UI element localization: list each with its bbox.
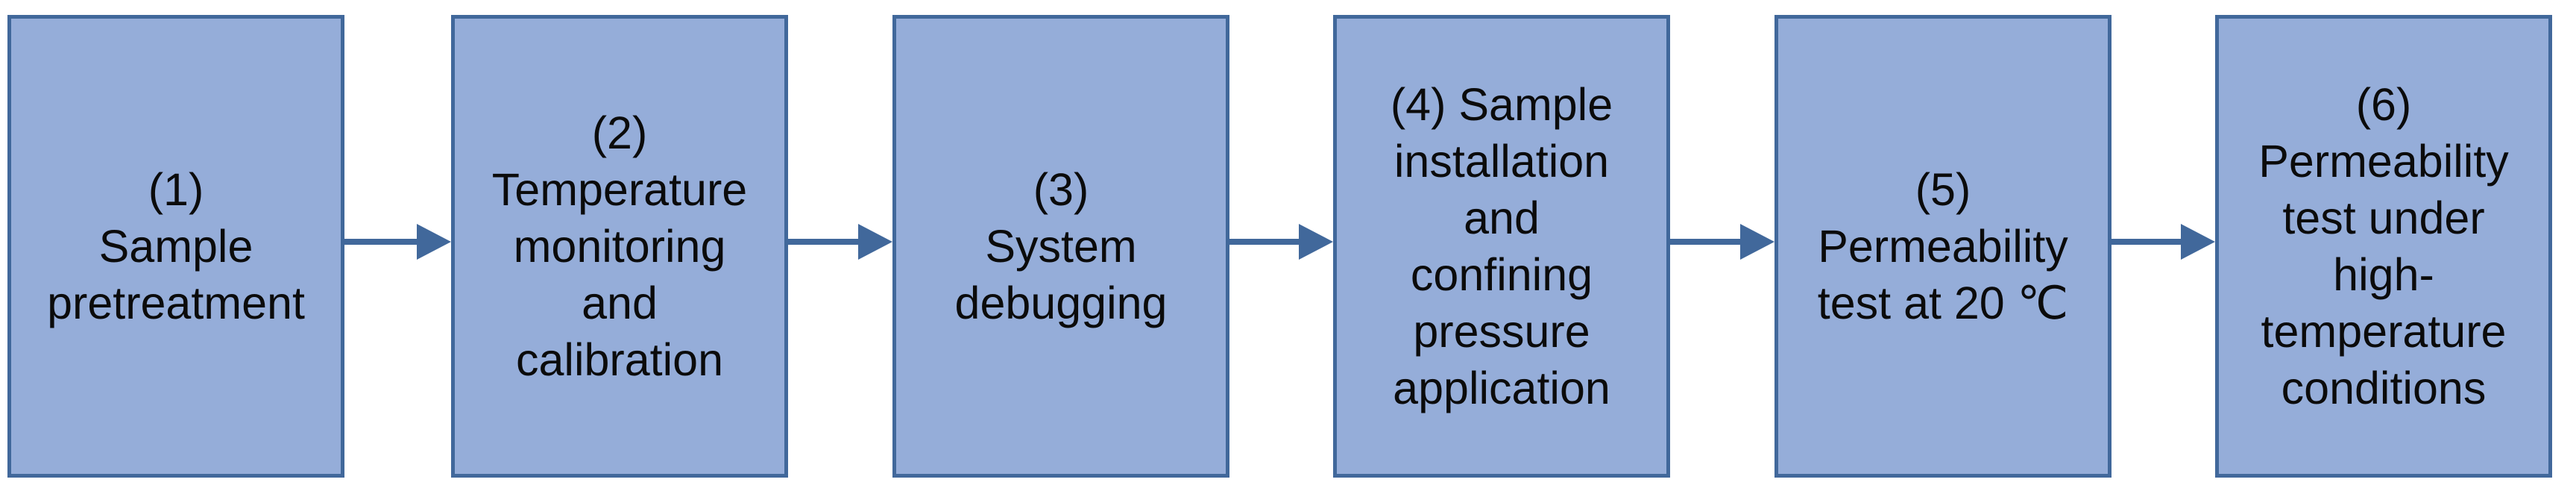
arrow-right-icon bbox=[2181, 224, 2215, 260]
flow-arrow-3-to-4 bbox=[1229, 224, 1333, 260]
step-system-debugging: (3) System debugging bbox=[892, 15, 1229, 478]
arrow-shaft bbox=[2111, 239, 2183, 245]
step-permeability-test-high-temperature: (6) Permeability test under high- temper… bbox=[2215, 15, 2552, 478]
arrow-shaft bbox=[344, 239, 419, 245]
flow-arrow-1-to-2 bbox=[344, 224, 451, 260]
arrow-right-icon bbox=[858, 224, 892, 260]
arrow-shaft bbox=[788, 239, 860, 245]
step-permeability-test-at-20c: (5) Permeability test at 20 ℃ bbox=[1774, 15, 2111, 478]
arrow-shaft bbox=[1670, 239, 1742, 245]
flow-arrow-2-to-3 bbox=[788, 224, 892, 260]
arrow-right-icon bbox=[1299, 224, 1333, 260]
step-label: (4) Sample installation and confining pr… bbox=[1390, 79, 1613, 413]
step-label: (1) Sample pretreatment bbox=[47, 164, 305, 328]
arrow-right-icon bbox=[417, 224, 451, 260]
step-label: (6) Permeability test under high- temper… bbox=[2258, 79, 2509, 413]
step-label: (2) Temperature monitoring and calibrati… bbox=[491, 107, 748, 385]
step-label: (5) Permeability test at 20 ℃ bbox=[1817, 164, 2069, 328]
flow-arrow-5-to-6 bbox=[2111, 224, 2215, 260]
step-sample-pretreatment: (1) Sample pretreatment bbox=[7, 15, 344, 478]
step-label: (3) System debugging bbox=[954, 164, 1168, 328]
step-sample-installation-and-confining-pressure: (4) Sample installation and confining pr… bbox=[1333, 15, 1670, 478]
step-temperature-monitoring-and-calibration: (2) Temperature monitoring and calibrati… bbox=[451, 15, 788, 478]
arrow-shaft bbox=[1229, 239, 1301, 245]
flow-arrow-4-to-5 bbox=[1670, 224, 1774, 260]
arrow-right-icon bbox=[1740, 224, 1774, 260]
